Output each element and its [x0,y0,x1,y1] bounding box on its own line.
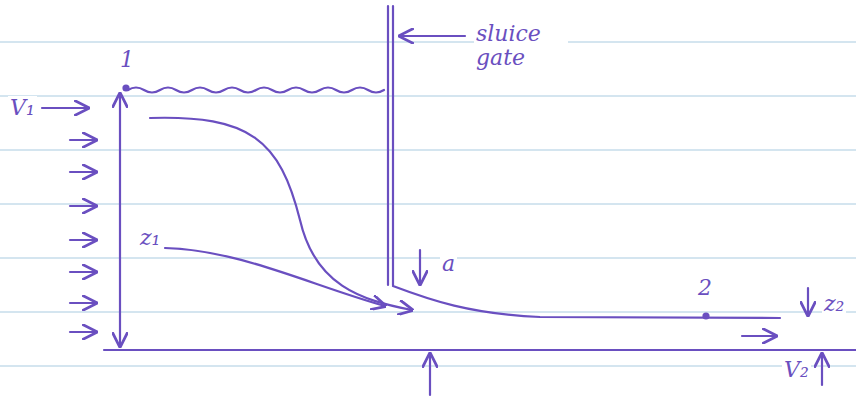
sluice-gate [392,6,394,285]
diagram-label: a [440,252,457,276]
diagram-label: V₂ [782,358,811,382]
velocity-arrow [70,205,96,207]
velocity-arrow [742,335,776,337]
diagram-label: sluice gate [474,22,568,70]
diagram-label: z₂ [822,292,846,316]
velocity-arrow [70,139,96,141]
diagram-label: 2 [696,276,714,300]
streamline [150,118,412,310]
diagram-label: 1 [118,48,136,72]
velocity-arrow [70,239,96,241]
point-dot [124,86,129,91]
opening-arrow [429,354,431,395]
diagram-label: z₁ [138,226,162,250]
sluice-gate [387,6,389,285]
point-dot [704,314,709,319]
channel-bed [104,349,856,351]
paper-rules [0,42,856,366]
upstream-surface [128,88,384,93]
depth-arrow [807,288,809,315]
velocity-arrow [70,302,96,304]
downstream-surface [393,286,780,318]
streamline [165,248,385,306]
velocity-arrow [70,171,96,173]
velocity-arrow [70,271,96,273]
diagram-label: V₁ [8,96,37,120]
velocity-arrow [70,331,96,333]
depth-arrow [119,94,121,346]
opening-arrow [419,250,421,284]
gate-pointer [400,35,465,37]
velocity-arrow [42,107,88,109]
depth-arrow [821,354,823,385]
